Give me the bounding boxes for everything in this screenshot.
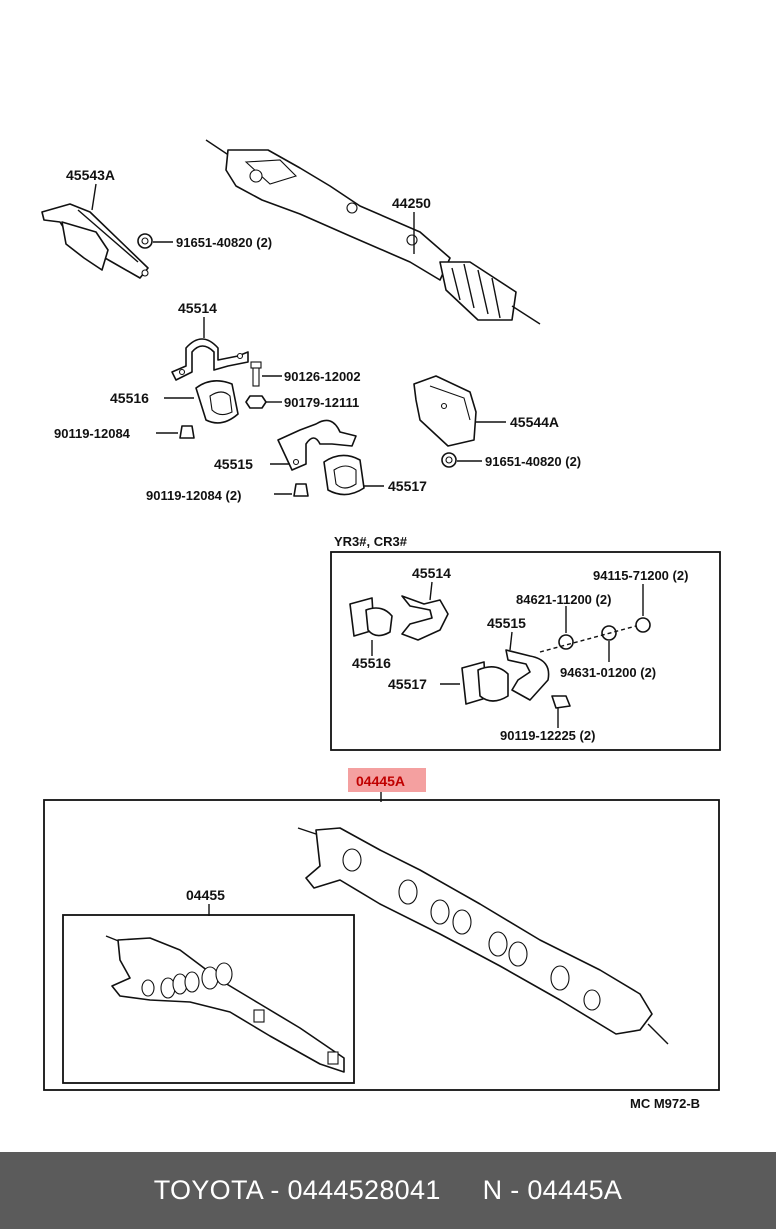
inset-label-45514: 45514 xyxy=(412,565,451,581)
inset-box xyxy=(330,551,721,751)
bracket-45514 xyxy=(171,338,249,381)
footer-bar: TOYOTA - 0444528041 N - 04445A xyxy=(0,1152,776,1229)
label-91651-b: 91651-40820 (2) xyxy=(485,454,581,469)
bushing-45516 xyxy=(195,380,239,424)
inset-label-45515: 45515 xyxy=(487,615,526,631)
assembly-rack xyxy=(297,827,669,1045)
assembly-label[interactable]: 04445A xyxy=(356,773,405,789)
sub-assembly-rack xyxy=(105,935,345,1073)
label-45517: 45517 xyxy=(388,478,427,494)
footer-node-number: N - 04445A xyxy=(482,1175,623,1205)
label-45544A: 45544A xyxy=(510,414,559,430)
label-45543A: 45543A xyxy=(66,167,115,183)
bolt-icon xyxy=(551,695,571,709)
label-91651-a: 91651-40820 (2) xyxy=(176,235,272,250)
reference-code: MC M972-B xyxy=(630,1096,700,1111)
inset-title: YR3#, CR3# xyxy=(334,534,408,549)
inset-bracket-45514 xyxy=(401,595,449,641)
label-45516: 45516 xyxy=(110,390,149,406)
inset-label-45516: 45516 xyxy=(352,655,391,671)
inset-bracket-45515 xyxy=(505,649,550,701)
inset-label-84621: 84621-11200 (2) xyxy=(516,592,611,607)
label-44250: 44250 xyxy=(392,195,431,211)
parts-diagram: 45543A 91651-40820 (2) 44250 45514 90126… xyxy=(41,139,721,1111)
sub-assembly-label: 04455 xyxy=(186,887,225,903)
inset-bushing-45516 xyxy=(349,597,393,637)
nut-icon xyxy=(635,617,651,633)
label-45515: 45515 xyxy=(214,456,253,472)
bracket-45515 xyxy=(277,419,357,471)
sub-assembly-box xyxy=(62,914,355,1084)
footer-part-number: TOYOTA - 0444528041 xyxy=(153,1175,441,1205)
inset-label-94115: 94115-71200 (2) xyxy=(593,568,688,583)
label-90179: 90179-12111 xyxy=(284,395,359,410)
label-90119-b: 90119-12084 (2) xyxy=(146,488,241,503)
bolt-icon xyxy=(252,365,260,387)
nut-icon xyxy=(245,395,267,409)
label-45514: 45514 xyxy=(178,300,217,316)
inset-label-45517: 45517 xyxy=(388,676,427,692)
bolt-icon xyxy=(179,425,195,439)
inset-bushing-45517 xyxy=(461,661,509,705)
assembly-box xyxy=(43,799,720,1091)
inset-label-94631: 94631-01200 (2) xyxy=(560,665,656,680)
inset-label-90119: 90119-12225 (2) xyxy=(500,728,595,743)
label-90126: 90126-12002 xyxy=(284,369,361,384)
bolt-icon xyxy=(293,483,309,497)
label-90119-a: 90119-12084 xyxy=(54,426,131,441)
steering-rack-44250 xyxy=(205,139,541,325)
bushing-45517 xyxy=(323,454,365,496)
bracket-45544A xyxy=(413,375,477,447)
bracket-45543A xyxy=(41,203,149,279)
highlight-box xyxy=(348,768,426,792)
